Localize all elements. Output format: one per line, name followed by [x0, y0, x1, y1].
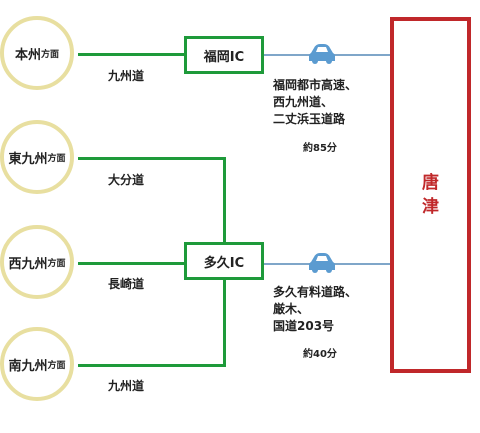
interchange-taku: 多久IC	[184, 242, 264, 280]
origin-suffix: 方面	[47, 258, 66, 269]
line-higashi	[78, 157, 226, 160]
origin-name: 本州	[14, 47, 41, 63]
road-label-minami: 九州道	[108, 379, 145, 393]
route-line: 福岡都市高速、	[273, 78, 358, 92]
route-line: 厳木、	[273, 302, 310, 316]
road-label-higashi: 大分道	[108, 173, 145, 187]
route-line: 二丈浜玉道路	[273, 112, 346, 126]
origin-higashi-kyushu: 東九州方面	[0, 120, 74, 194]
origin-suffix: 方面	[47, 153, 66, 164]
origin-honshu: 本州方面	[0, 16, 74, 90]
car-icon	[309, 253, 335, 273]
route-line: 多久有料道路、	[273, 285, 358, 299]
travel-time-taku: 約40分	[303, 349, 337, 360]
road-label-honshu: 九州道	[108, 69, 145, 83]
route-description-fukuoka: 福岡都市高速、 西九州道、 二丈浜玉道路	[273, 77, 357, 128]
route-description-taku: 多久有料道路、 厳木、 国道203号	[273, 284, 357, 335]
interchange-fukuoka: 福岡IC	[184, 36, 264, 74]
origin-name: 西九州	[8, 256, 48, 272]
origin-nishi-kyushu: 西九州方面	[0, 225, 74, 299]
line-nishi-to-taku-ic	[78, 262, 186, 265]
origin-suffix: 方面	[47, 360, 66, 371]
destination-karatsu: 唐 津	[390, 17, 471, 373]
origin-minami-kyushu: 南九州方面	[0, 327, 74, 401]
destination-char: 唐	[422, 173, 439, 193]
line-honshu-to-fukuoka-ic	[78, 53, 186, 56]
car-icon	[309, 44, 335, 64]
origin-suffix: 方面	[41, 49, 60, 60]
travel-time-fukuoka: 約85分	[303, 143, 337, 154]
destination-char: 津	[422, 197, 439, 217]
line-minami	[78, 364, 226, 367]
origin-name: 南九州	[8, 358, 48, 374]
route-line: 国道203号	[273, 319, 335, 333]
origin-name: 東九州	[8, 151, 48, 167]
route-line: 西九州道、	[273, 95, 334, 109]
road-label-nishi: 長崎道	[108, 277, 145, 291]
